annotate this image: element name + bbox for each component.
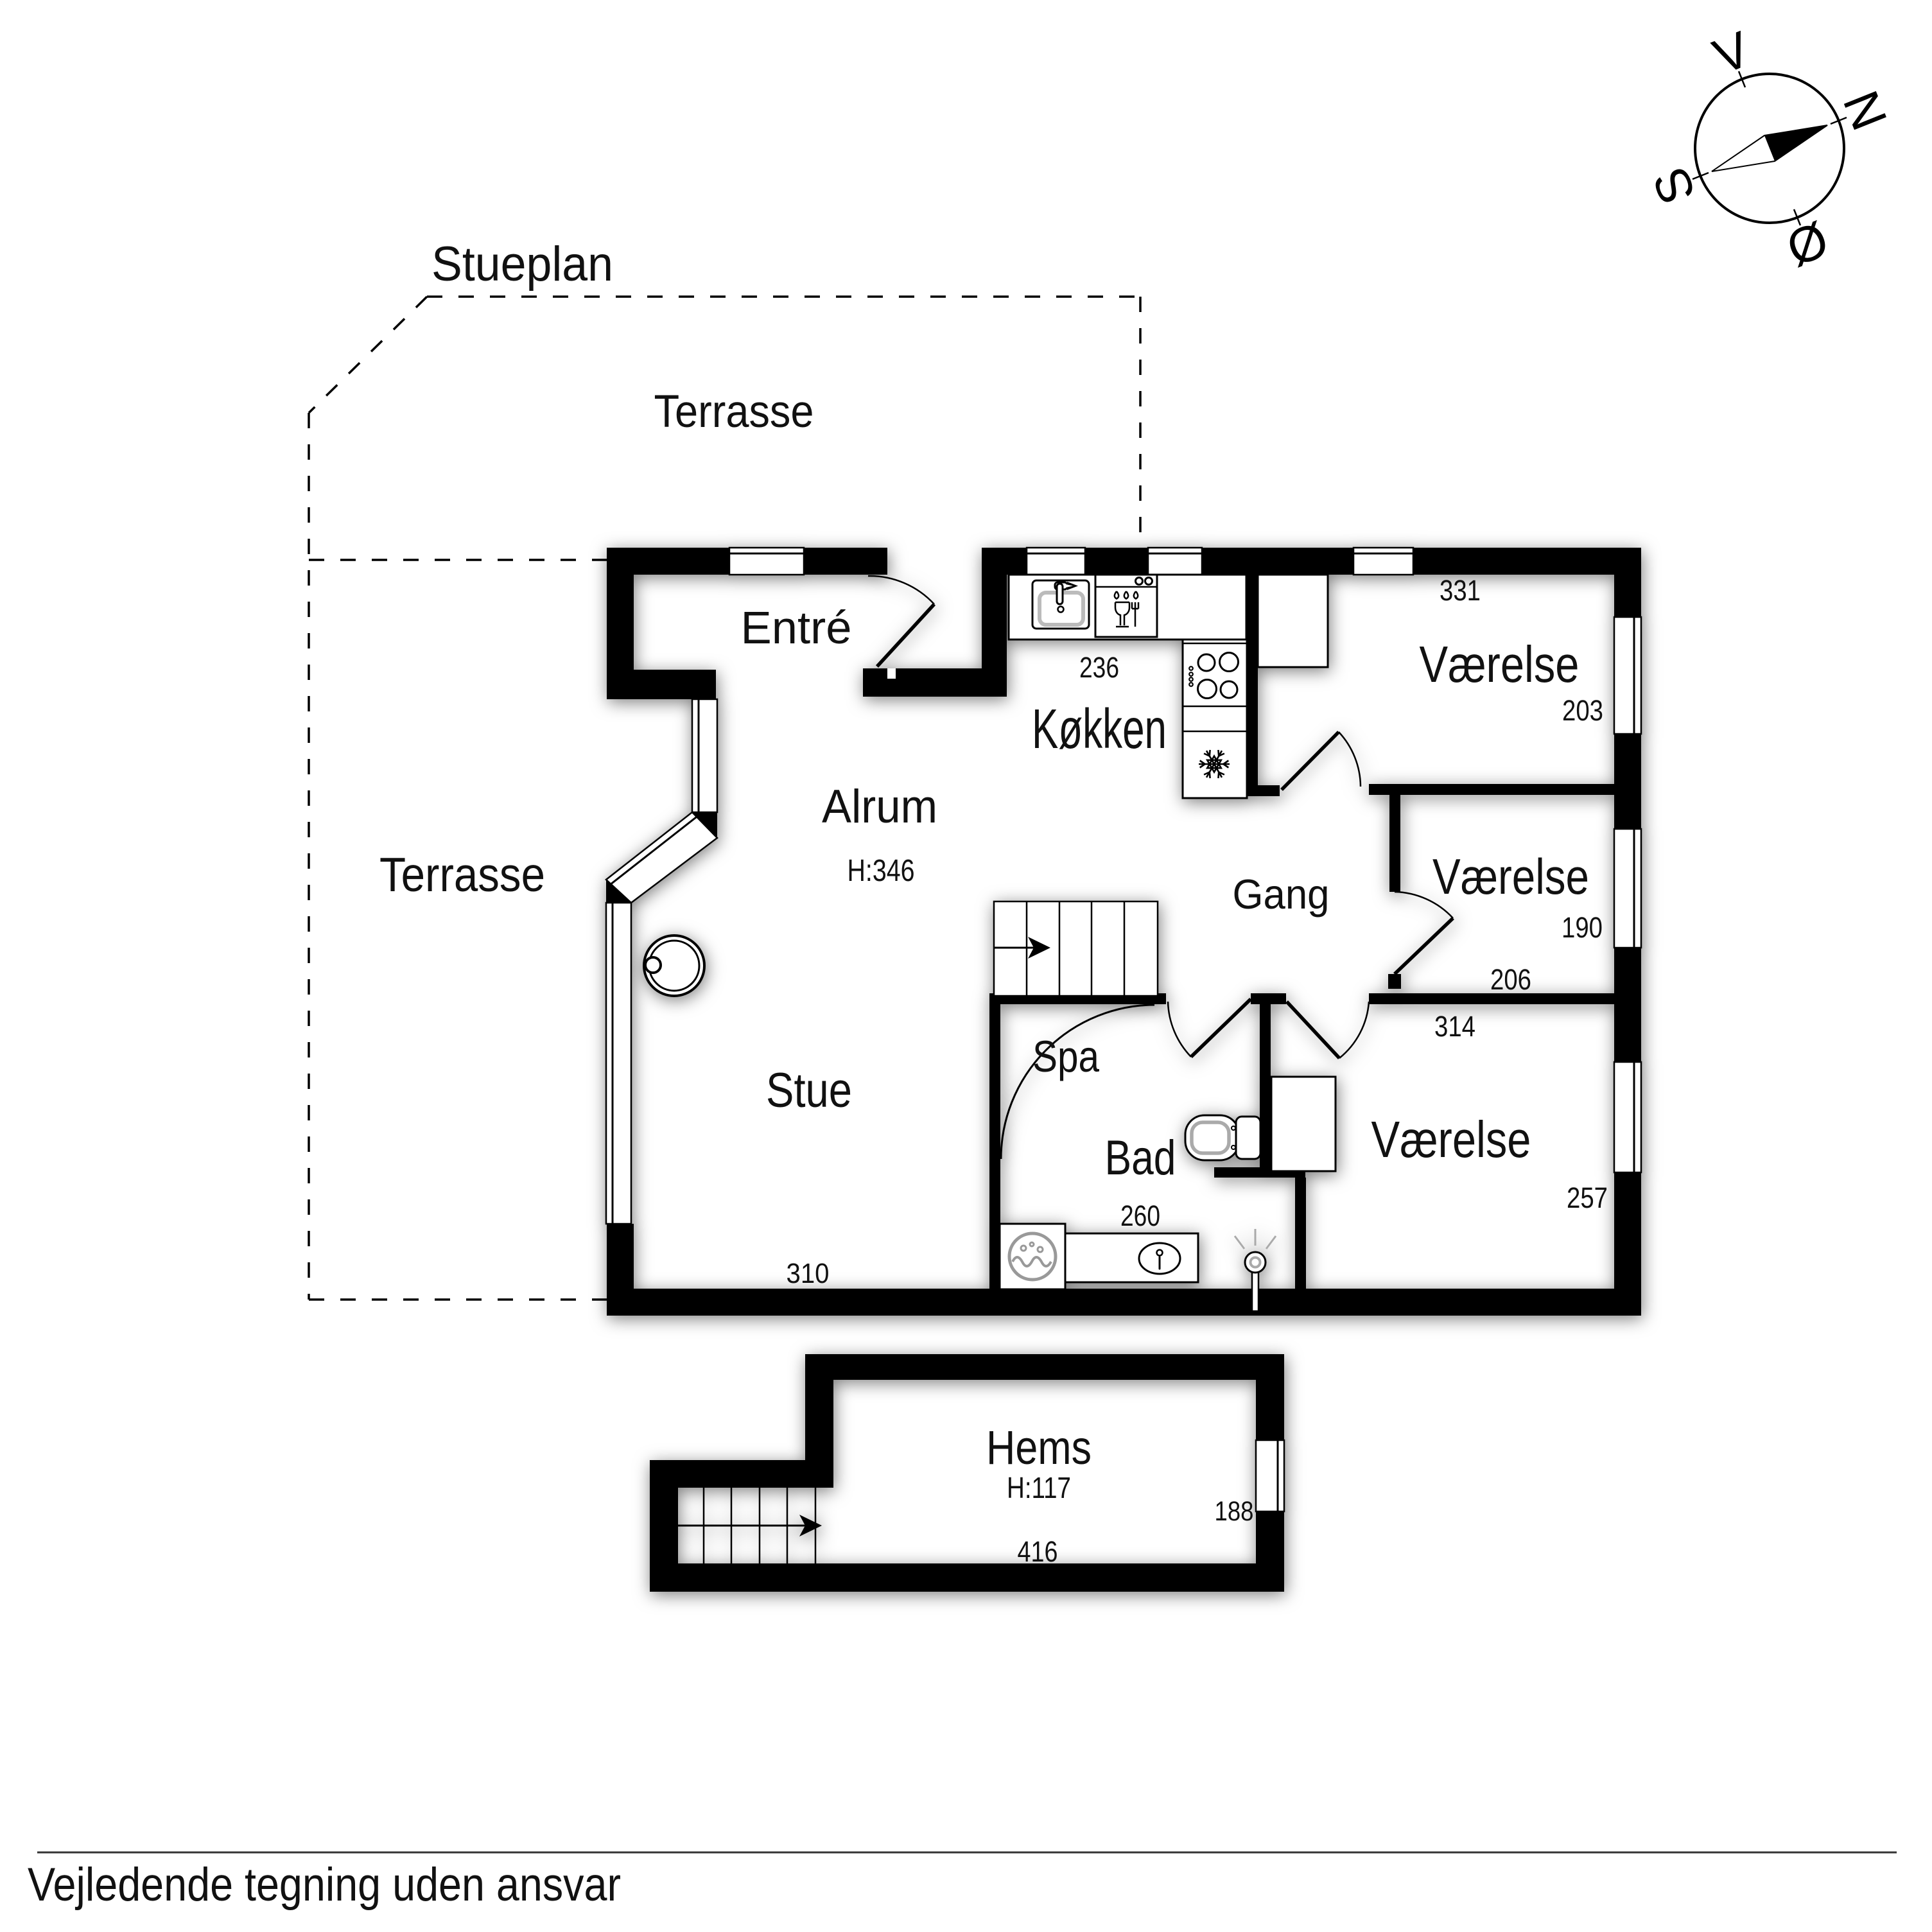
svg-text:Vejledende tegning uden ansvar: Vejledende tegning uden ansvar (28, 1859, 621, 1911)
svg-text:206: 206 (1490, 963, 1531, 996)
svg-text:260: 260 (1120, 1199, 1160, 1232)
svg-text:Værelse: Værelse (1432, 848, 1589, 905)
svg-text:236: 236 (1079, 651, 1119, 684)
svg-text:H:117: H:117 (1007, 1471, 1071, 1504)
svg-text:H:346: H:346 (848, 854, 915, 888)
svg-text:310: 310 (787, 1258, 830, 1289)
svg-text:416: 416 (1018, 1535, 1058, 1568)
svg-text:Værelse: Værelse (1420, 636, 1580, 693)
svg-text:Hems: Hems (986, 1421, 1092, 1474)
svg-text:Gang: Gang (1233, 871, 1330, 918)
svg-text:314: 314 (1434, 1010, 1475, 1043)
svg-text:Værelse: Værelse (1371, 1111, 1531, 1168)
svg-text:Entré: Entré (741, 603, 852, 654)
svg-text:Køkken: Køkken (1032, 698, 1167, 760)
svg-text:190: 190 (1562, 911, 1603, 944)
svg-text:Alrum: Alrum (822, 781, 937, 833)
svg-text:188: 188 (1215, 1496, 1254, 1527)
svg-text:257: 257 (1567, 1181, 1608, 1214)
svg-text:Terrasse: Terrasse (654, 387, 814, 437)
svg-text:203: 203 (1562, 694, 1603, 727)
svg-text:Stueplan: Stueplan (431, 237, 613, 292)
svg-text:Bad: Bad (1105, 1131, 1176, 1185)
svg-text:Spa: Spa (1032, 1032, 1100, 1081)
svg-text:331: 331 (1440, 574, 1481, 607)
svg-text:Stue: Stue (766, 1063, 852, 1118)
svg-text:Terrasse: Terrasse (379, 848, 545, 901)
